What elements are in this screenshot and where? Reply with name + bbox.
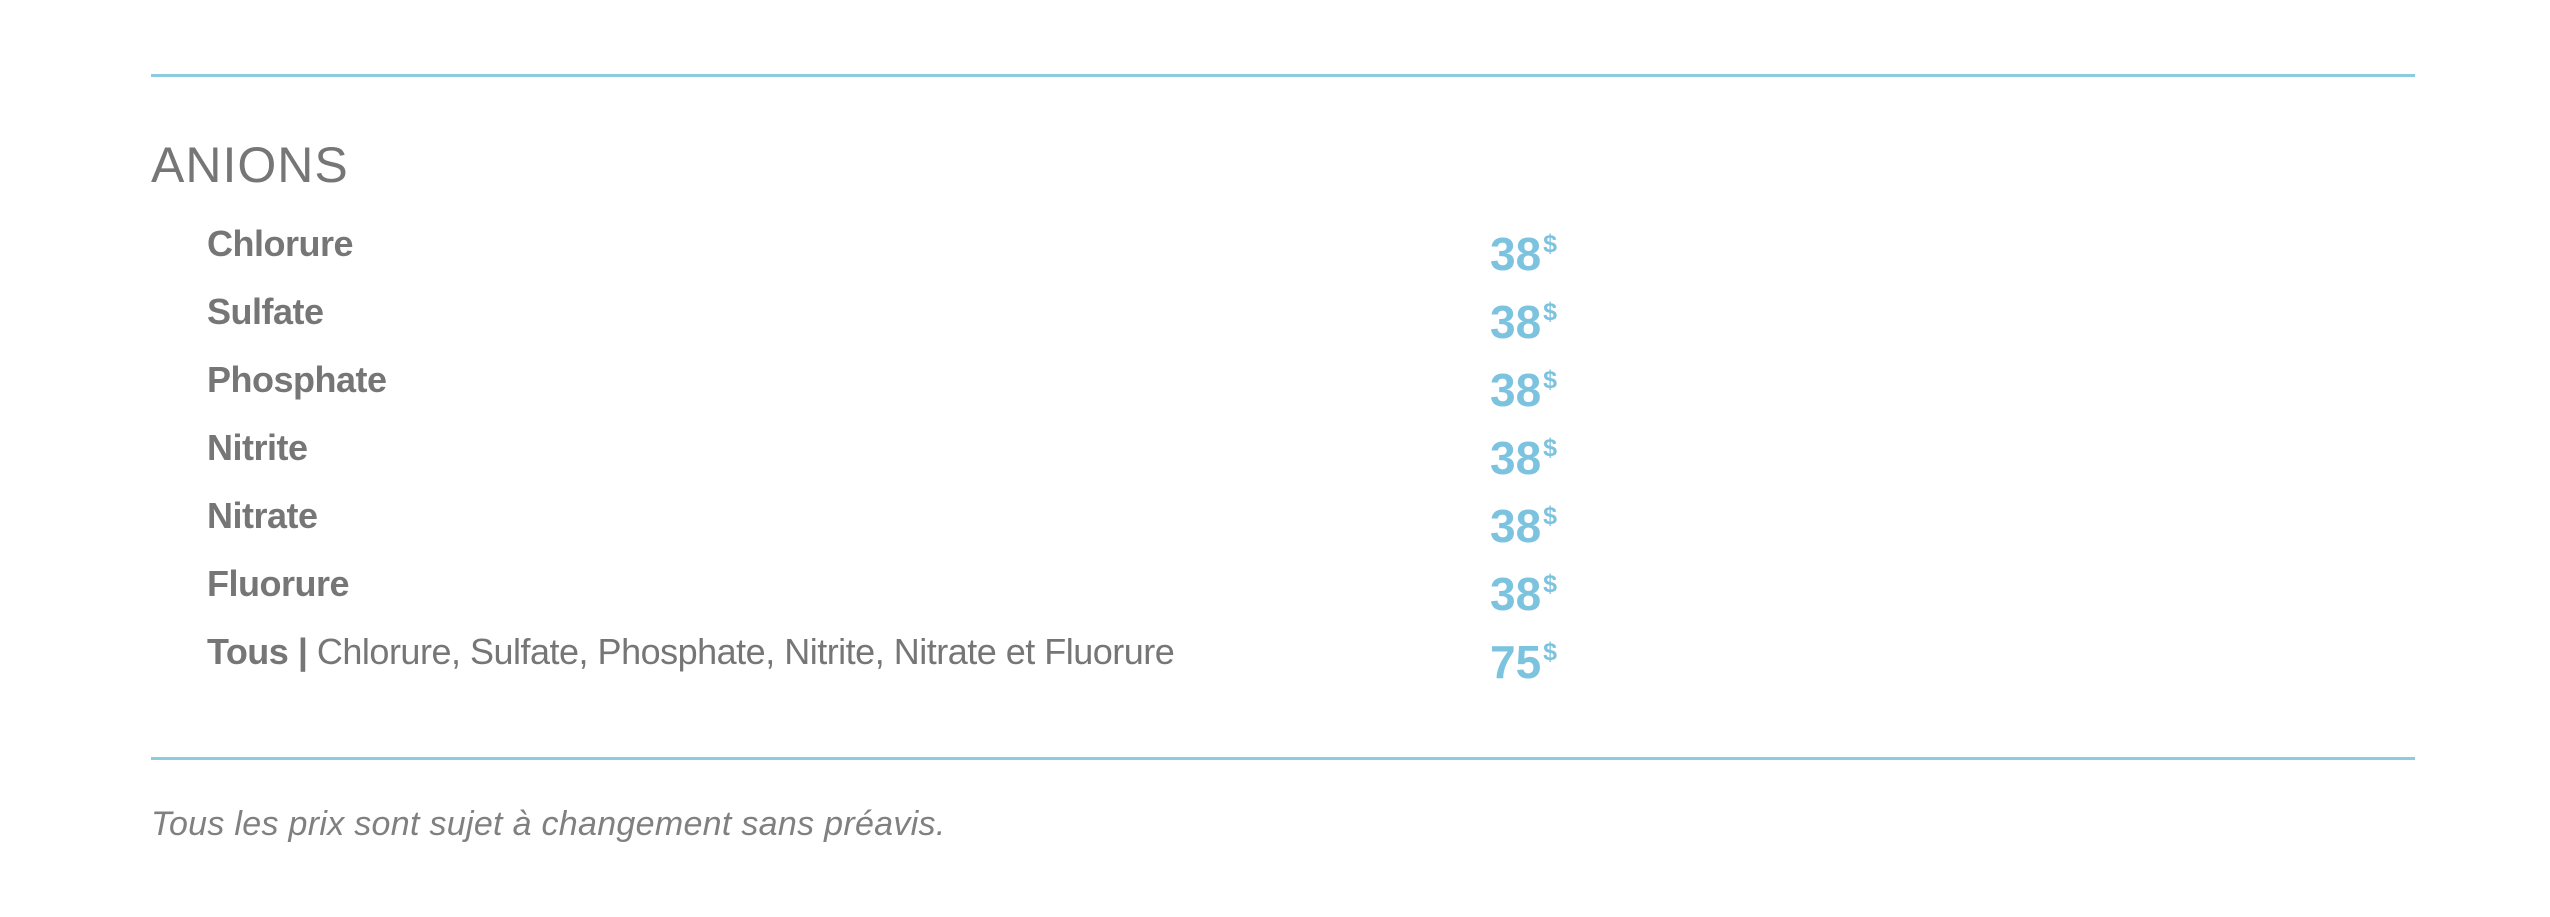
price-row-tous: Tous | Chlorure, Sulfate, Phosphate, Nit… <box>207 618 1607 688</box>
price-value: 38 <box>1490 432 1542 484</box>
price-value: 38 <box>1490 228 1542 280</box>
item-detail: Chlorure, Sulfate, Phosphate, Nitrite, N… <box>316 631 1175 672</box>
price-row-phosphate: Phosphate 38$ <box>207 346 1607 416</box>
item-name: Nitrate <box>207 495 318 536</box>
item-label: Phosphate <box>207 346 387 414</box>
price-value: 38 <box>1490 296 1542 348</box>
item-name: Nitrite <box>207 427 308 468</box>
item-price: 38$ <box>1490 346 1558 416</box>
item-separator: | <box>288 631 317 672</box>
item-name: Phosphate <box>207 359 387 400</box>
item-name: Fluorure <box>207 563 350 604</box>
price-disclaimer: Tous les prix sont sujet à changement sa… <box>151 805 946 843</box>
item-price: 38$ <box>1490 550 1558 620</box>
currency-symbol: $ <box>1543 638 1558 666</box>
item-price: 38$ <box>1490 414 1558 484</box>
item-name: Chlorure <box>207 223 354 264</box>
item-name: Tous <box>207 631 289 672</box>
item-label: Chlorure <box>207 210 354 278</box>
price-row-sulfate: Sulfate 38$ <box>207 278 1607 348</box>
item-name: Sulfate <box>207 291 324 332</box>
currency-symbol: $ <box>1543 298 1558 326</box>
item-label: Nitrate <box>207 482 318 550</box>
price-list: Chlorure 38$ Sulfate 38$ Phosphate 38$ N… <box>207 210 1607 688</box>
price-row-fluorure: Fluorure 38$ <box>207 550 1607 620</box>
section-title: ANIONS <box>151 137 349 193</box>
currency-symbol: $ <box>1543 502 1558 530</box>
currency-symbol: $ <box>1543 230 1558 258</box>
price-row-nitrate: Nitrate 38$ <box>207 482 1607 552</box>
price-row-nitrite: Nitrite 38$ <box>207 414 1607 484</box>
price-value: 38 <box>1490 568 1542 620</box>
item-price: 38$ <box>1490 482 1558 552</box>
item-price: 38$ <box>1490 210 1558 280</box>
currency-symbol: $ <box>1543 434 1558 462</box>
item-price: 75$ <box>1490 618 1558 688</box>
item-label: Fluorure <box>207 550 350 618</box>
currency-symbol: $ <box>1543 366 1558 394</box>
bottom-divider <box>151 757 2415 760</box>
price-value: 75 <box>1490 636 1542 688</box>
currency-symbol: $ <box>1543 570 1558 598</box>
price-row-chlorure: Chlorure 38$ <box>207 210 1607 280</box>
item-label: Tous | Chlorure, Sulfate, Phosphate, Nit… <box>207 618 1175 686</box>
item-label: Sulfate <box>207 278 324 346</box>
top-divider <box>151 74 2415 77</box>
price-value: 38 <box>1490 500 1542 552</box>
item-price: 38$ <box>1490 278 1558 348</box>
price-value: 38 <box>1490 364 1542 416</box>
item-label: Nitrite <box>207 414 308 482</box>
